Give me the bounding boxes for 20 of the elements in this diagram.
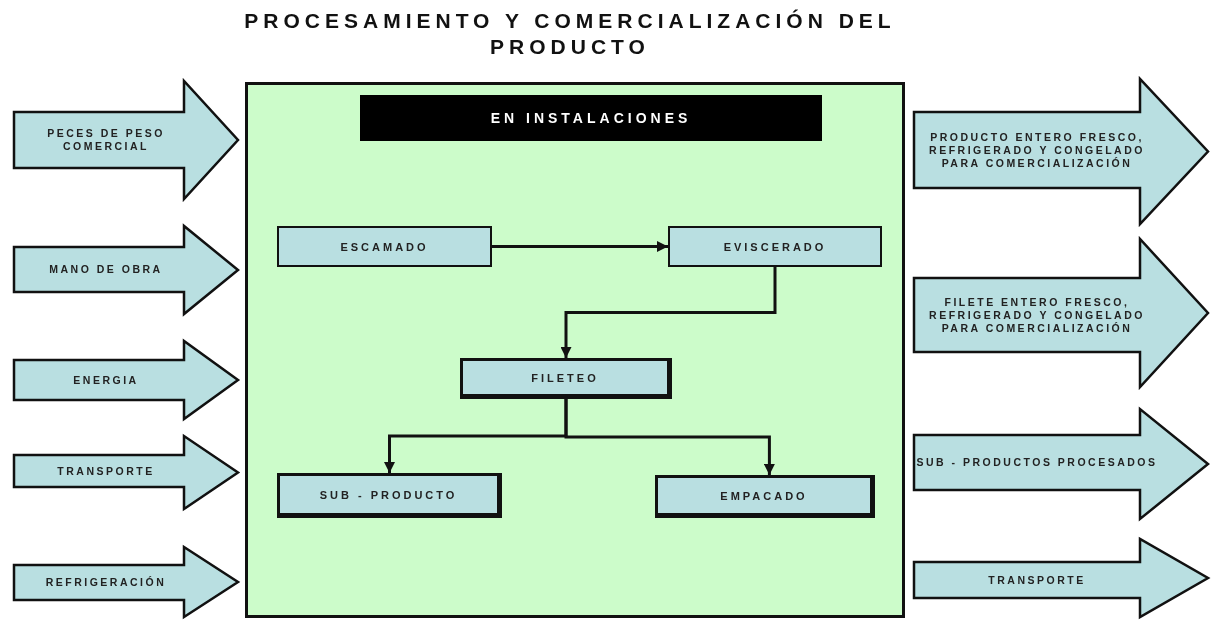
arrow bbox=[560, 267, 777, 358]
arrow bbox=[492, 241, 668, 252]
section-heading: EN INSTALACIONES bbox=[360, 95, 822, 141]
process-box: EVISCERADO bbox=[668, 226, 882, 267]
box-label: TRANSPORTE bbox=[56, 463, 156, 479]
box-label: MANO DE OBRA bbox=[48, 262, 164, 277]
box-label: PRODUCTO ENTERO FRESCO, REFRIGERADO Y CONGELADO PARA COMERCIALIZACIÓN bbox=[928, 129, 1146, 171]
box-label: REFRIGERACIÓN bbox=[44, 575, 168, 590]
process-box: FILETEO bbox=[460, 358, 672, 399]
box-label: PECES DE PESO COMERCIAL bbox=[46, 126, 166, 154]
process-box: ESCAMADO bbox=[277, 226, 492, 267]
box-label: TRANSPORTE bbox=[987, 572, 1087, 588]
arrow bbox=[564, 399, 775, 475]
process-box: SUB - PRODUCTO bbox=[277, 473, 502, 518]
section-panel bbox=[245, 82, 905, 618]
diagram-title: PROCESAMIENTO Y COMERCIALIZACIÓN DEL PRODUCTO bbox=[243, 8, 897, 60]
box-label: FILETE ENTERO FRESCO, REFRIGERADO Y CONGELADO PARA COMERCIALIZACIÓN bbox=[928, 294, 1146, 336]
box-label: ENERGIA bbox=[72, 372, 140, 388]
process-box: EMPACADO bbox=[655, 475, 875, 518]
box-label: SUB - PRODUCTOS PROCESADOS bbox=[915, 455, 1159, 470]
